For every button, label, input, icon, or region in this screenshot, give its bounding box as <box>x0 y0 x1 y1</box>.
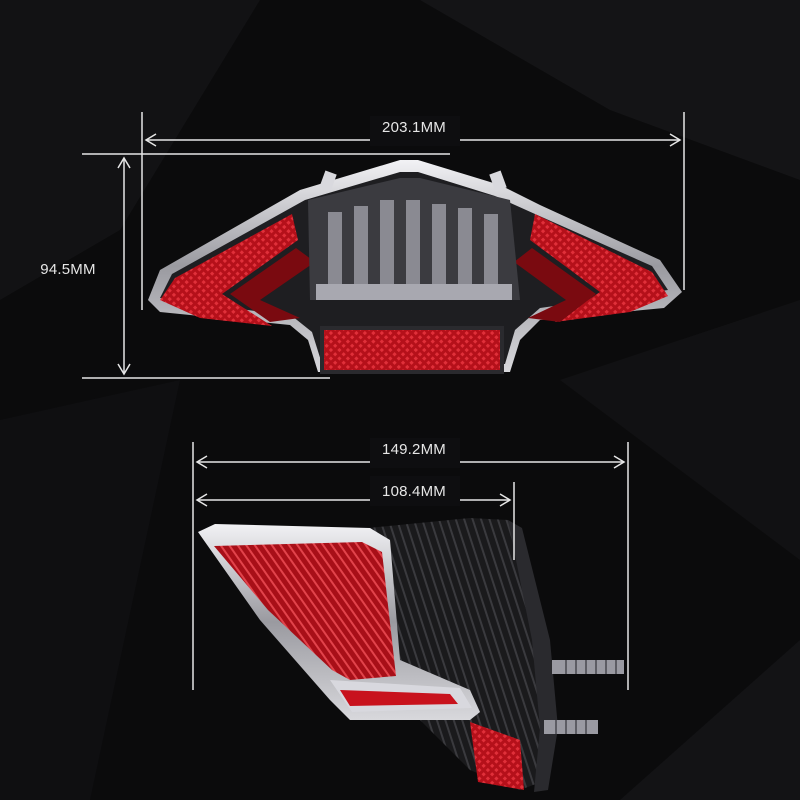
side-view-housing <box>368 518 556 790</box>
depth-overall-dimension-label: 149.2MM <box>382 441 446 458</box>
rear-view-right-mount-tab <box>489 170 507 192</box>
side-view-red-lens <box>214 542 396 680</box>
side-view-bottom-reflector <box>470 722 524 790</box>
rear-view-right-inner-lens <box>514 248 596 322</box>
tail-light-rear-view <box>148 160 682 374</box>
rear-view-left-inner-lens <box>230 248 315 322</box>
depth-body-dimension-label: 108.4MM <box>382 483 446 500</box>
rear-view-led-base <box>316 284 512 300</box>
width-dimension-label: 203.1MM <box>382 119 446 136</box>
rear-view-left-mount-tab <box>319 170 337 192</box>
tail-light-side-view <box>198 518 624 792</box>
rear-view-right-red-lens <box>530 214 668 322</box>
side-view-lower-bolt <box>544 720 598 734</box>
rear-view-led-bars <box>328 200 498 290</box>
dimension-height <box>82 153 450 379</box>
rear-view-left-red-lens <box>160 214 298 326</box>
rear-view-bottom-reflector <box>320 326 504 374</box>
side-view-upper-bolt <box>552 660 624 674</box>
height-dimension-label: 94.5MM <box>40 261 95 278</box>
side-view-lower-red-strip <box>340 690 458 706</box>
